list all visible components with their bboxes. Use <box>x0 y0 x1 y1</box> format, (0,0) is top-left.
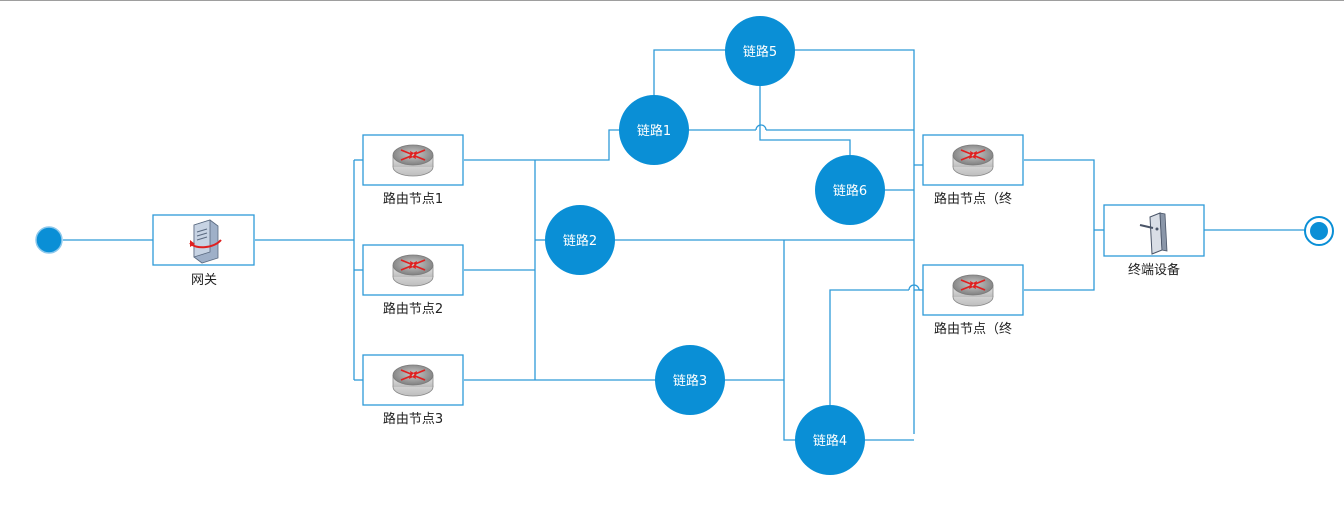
link-3-label: 链路3 <box>673 373 707 389</box>
link-2[interactable]: 链路2 <box>545 205 615 275</box>
router-icon <box>952 144 994 177</box>
router-node-end-b[interactable]: 路由节点（终 <box>922 264 1024 337</box>
connector-lines <box>63 49 1305 441</box>
end-node-core <box>1310 222 1328 240</box>
router-node-1[interactable]: 路由节点1 <box>362 134 464 207</box>
link-4[interactable]: 链路4 <box>795 405 865 475</box>
router-3-label: 路由节点3 <box>383 411 443 427</box>
link-2-label: 链路2 <box>563 233 597 249</box>
gateway-node[interactable]: 网关 <box>152 214 255 288</box>
router-icon <box>952 274 994 307</box>
link-1-label: 链路1 <box>637 123 671 139</box>
link-5-label: 链路5 <box>743 44 777 60</box>
link-5[interactable]: 链路5 <box>725 16 795 86</box>
link-1[interactable]: 链路1 <box>619 95 689 165</box>
gateway-label: 网关 <box>191 273 217 288</box>
terminal-label: 终端设备 <box>1128 262 1180 278</box>
router-end-b-label: 路由节点（终 <box>934 321 1012 337</box>
link-6[interactable]: 链路6 <box>815 155 885 225</box>
router-node-3[interactable]: 路由节点3 <box>362 354 464 427</box>
router-icon <box>392 364 434 397</box>
router-icon <box>392 144 434 177</box>
router-node-2[interactable]: 路由节点2 <box>362 244 464 317</box>
router-2-label: 路由节点2 <box>383 301 443 317</box>
terminal-node[interactable]: 终端设备 <box>1103 204 1205 278</box>
top-border <box>0 0 1344 1</box>
router-end-a-label: 路由节点（终 <box>934 191 1012 207</box>
router-1-label: 路由节点1 <box>383 191 443 207</box>
server-icon <box>189 219 222 264</box>
router-node-end-a[interactable]: 路由节点（终 <box>922 134 1024 207</box>
link-3[interactable]: 链路3 <box>655 345 725 415</box>
link-6-label: 链路6 <box>833 183 867 199</box>
router-icon <box>392 254 434 287</box>
link-4-label: 链路4 <box>813 433 847 449</box>
terminal-icon <box>1139 212 1168 255</box>
start-node[interactable] <box>35 226 63 254</box>
